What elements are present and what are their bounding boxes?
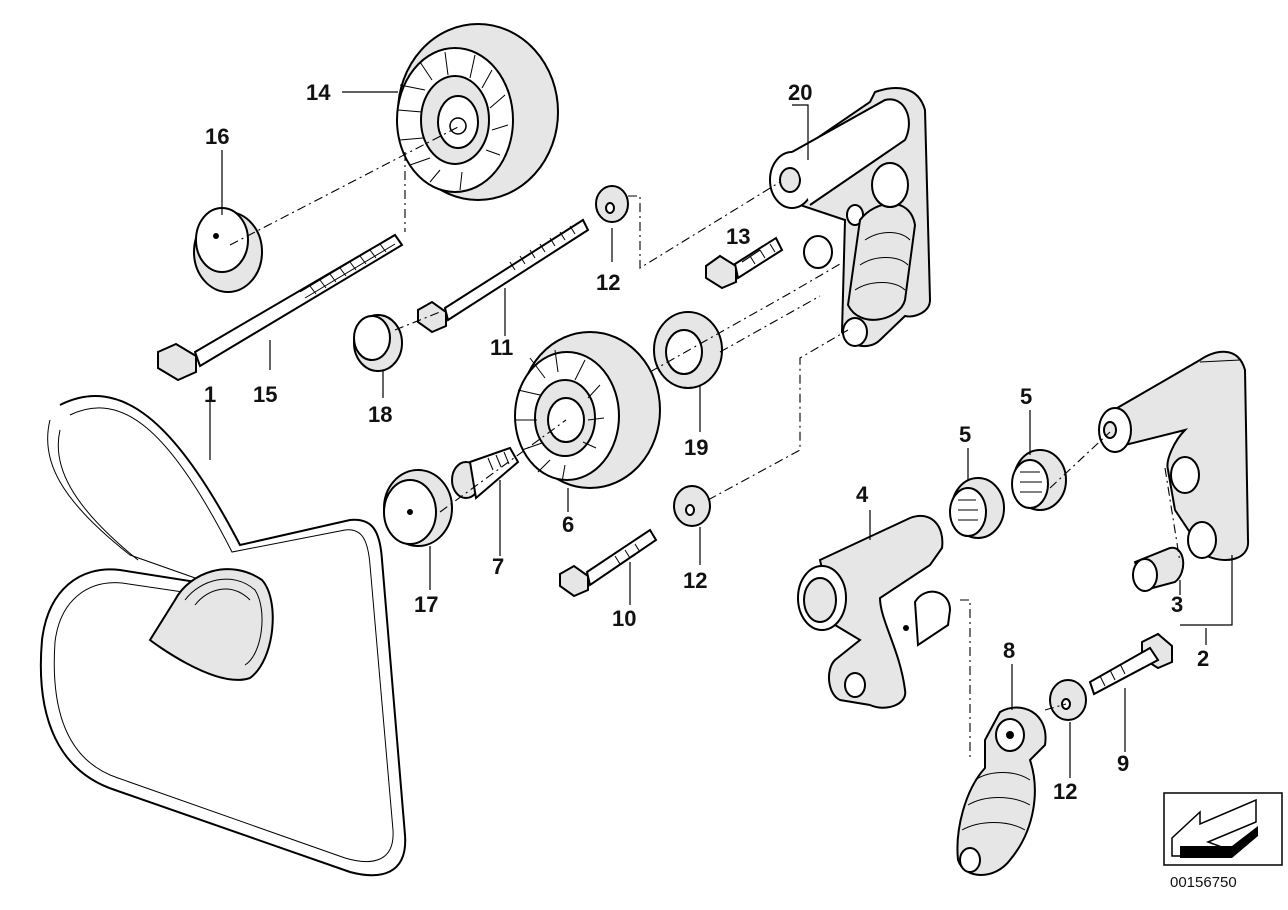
belt[interactable]: [39, 395, 407, 877]
label-12c: 12: [1053, 779, 1077, 804]
cap-16[interactable]: [193, 207, 263, 293]
washer-12-top[interactable]: [595, 185, 629, 223]
bolt-7[interactable]: [451, 446, 520, 500]
washer-12-bottom[interactable]: [1049, 679, 1087, 721]
bushing-5a[interactable]: [949, 477, 1005, 539]
label-2: 2: [1197, 646, 1209, 671]
label-11: 11: [490, 335, 513, 360]
axis-lines: [229, 125, 1181, 760]
bolt-13[interactable]: [705, 236, 784, 290]
label-4: 4: [856, 482, 869, 507]
arrow-left-down-icon: [1171, 798, 1258, 858]
label-13: 13: [726, 224, 750, 249]
document-number: 00156750: [1170, 874, 1237, 891]
label-7: 7: [492, 554, 504, 579]
label-6: 6: [562, 512, 574, 537]
bolt-15[interactable]: [157, 233, 404, 382]
label-9: 9: [1117, 751, 1129, 776]
cap-18[interactable]: [353, 314, 403, 372]
pulley-14[interactable]: [396, 23, 559, 201]
label-5b: 5: [1020, 384, 1032, 409]
bolt-10[interactable]: [559, 528, 658, 598]
bolt-11[interactable]: [417, 218, 590, 334]
part-labels: 1 2 3 4 5 5 6 7 8 9 10 11 12 12 12 13 14…: [204, 80, 1209, 804]
label-12a: 12: [596, 270, 620, 295]
washer-12-mid[interactable]: [673, 485, 711, 527]
label-18: 18: [368, 402, 392, 427]
leader-lines: [209, 91, 1233, 778]
corner-symbol: [1163, 792, 1283, 866]
sleeve-3[interactable]: [1132, 546, 1185, 592]
label-8: 8: [1003, 638, 1015, 663]
pulley-6[interactable]: [514, 331, 661, 489]
bushing-5b[interactable]: [1011, 449, 1067, 511]
label-10: 10: [612, 606, 636, 631]
tensioner-20[interactable]: [769, 87, 932, 348]
damper-8[interactable]: [956, 706, 1047, 876]
bolt-9[interactable]: [1088, 632, 1173, 696]
label-19: 19: [684, 435, 708, 460]
label-17: 17: [414, 592, 438, 617]
label-5a: 5: [959, 422, 971, 447]
bracket-2[interactable]: [1098, 350, 1250, 561]
label-15: 15: [253, 382, 277, 407]
label-20: 20: [788, 80, 812, 105]
label-3: 3: [1171, 592, 1183, 617]
cap-17[interactable]: [383, 469, 453, 547]
label-16: 16: [205, 124, 229, 149]
label-14: 14: [306, 80, 331, 105]
label-12b: 12: [683, 568, 707, 593]
label-1: 1: [204, 382, 216, 407]
washer-19[interactable]: [653, 311, 723, 389]
tensioner-arm-4[interactable]: [797, 514, 952, 709]
